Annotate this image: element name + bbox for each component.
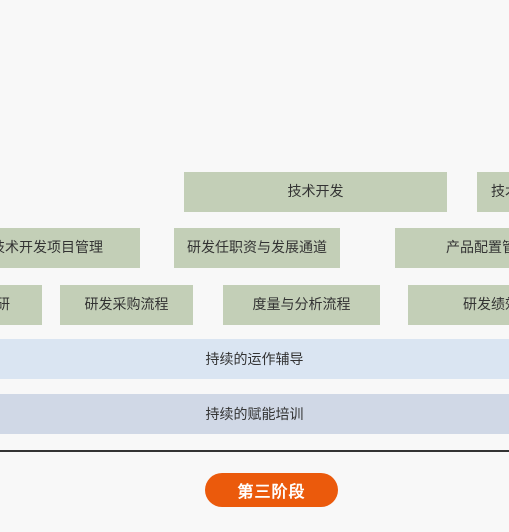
phase-label: 第三阶段 [237,482,306,501]
box-label: 产品配置管 [446,240,509,256]
box-rd-performance: 研发绩效 [408,285,509,325]
box-rd-procurement: 研发采购流程 [60,285,193,325]
timeline-divider [0,450,509,452]
box-label: 技术开发 [287,184,344,200]
box-tech-dev-project-mgmt: 技术开发项目管理 [0,228,140,268]
band-enablement-training: 持续的赋能培训 [0,394,509,434]
box-tech-development: 技术开发 [184,172,447,212]
box-label: 度量与分析流程 [252,297,351,313]
box-measurement-analysis: 度量与分析流程 [223,285,380,325]
box-label: 研 [0,297,10,313]
phase-three-pill[interactable]: 第三阶段 [205,473,338,507]
box-product-config-mgmt: 产品配置管 [395,228,509,268]
box-label: 技术开发项目管理 [0,240,103,256]
band-label: 持续的运作辅导 [205,352,304,368]
box-rd-career-path: 研发任职资与发展通道 [174,228,340,268]
box-label: 研发采购流程 [84,297,169,313]
box-label: 研发任职资与发展通道 [187,240,327,256]
box-label: 技术 [491,184,509,200]
band-label: 持续的赋能培训 [205,407,304,423]
box-rd-partial: 研 [0,285,42,325]
box-label: 研发绩效 [463,297,509,313]
band-ops-coaching: 持续的运作辅导 [0,339,509,379]
box-tech-partial: 技术 [477,172,509,212]
